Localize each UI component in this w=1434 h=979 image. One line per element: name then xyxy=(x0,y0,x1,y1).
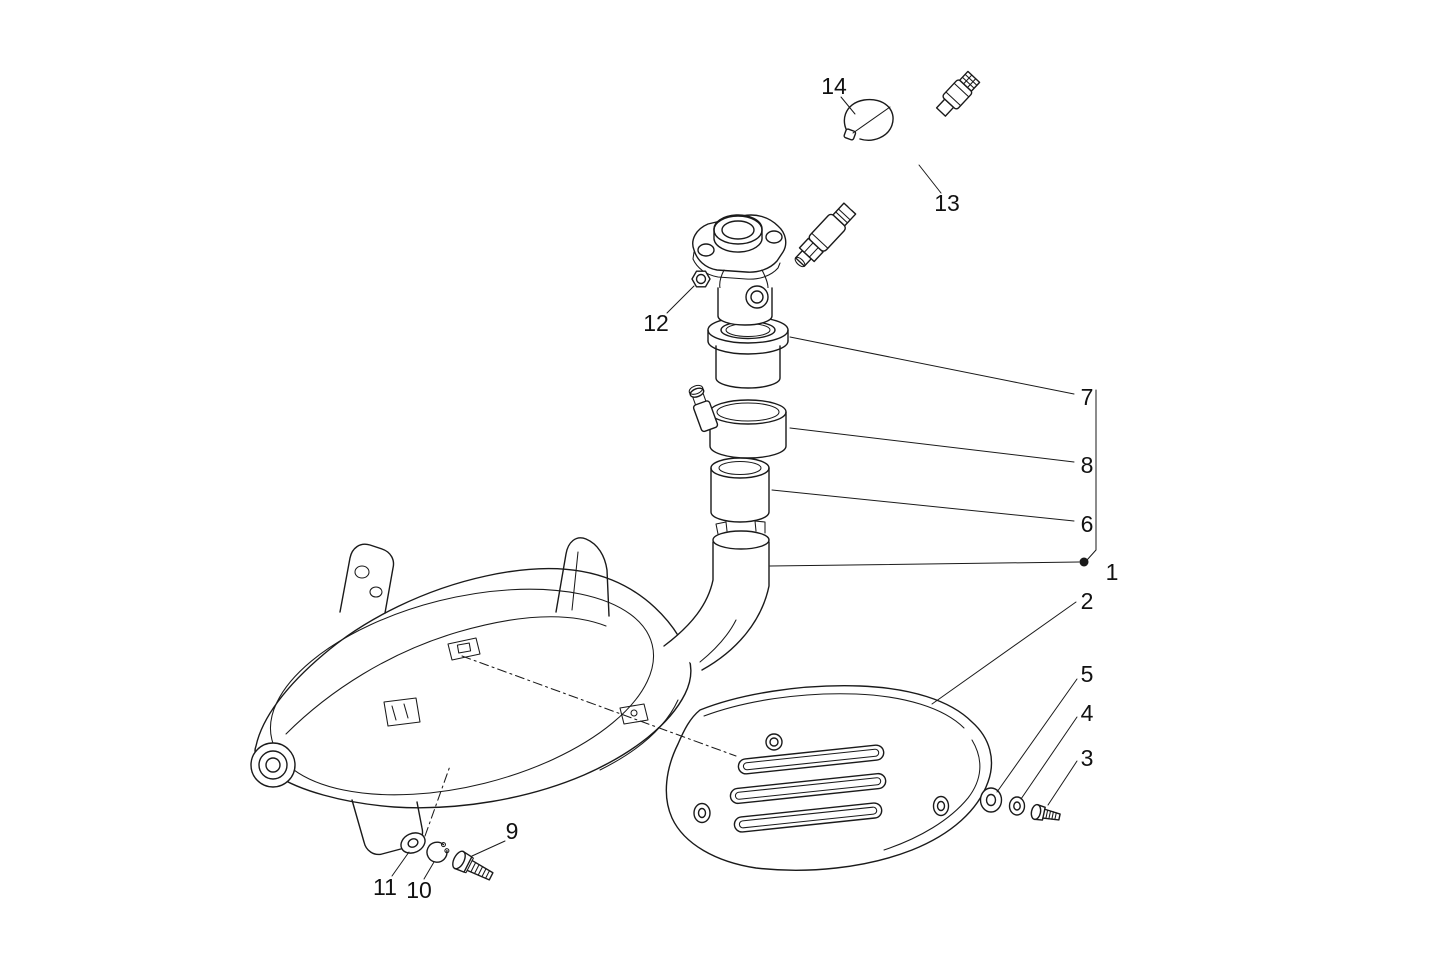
flange-nut xyxy=(691,270,711,288)
sensor-connector xyxy=(935,70,981,117)
leader-14 xyxy=(840,96,856,115)
callout-label-7: 7 xyxy=(1081,384,1094,410)
muffler-clip-1 xyxy=(447,637,481,661)
lock-ring xyxy=(426,841,450,863)
muffler-clip-3 xyxy=(619,703,649,725)
heat-shield-hole-top xyxy=(765,733,783,751)
callout-label-8: 8 xyxy=(1081,452,1094,478)
shield-screw xyxy=(1030,803,1061,821)
callout-label-10: 10 xyxy=(406,877,432,903)
leader-6 xyxy=(771,489,1075,522)
pipe-clamp xyxy=(688,384,787,459)
manifold-flange-pipe xyxy=(692,214,787,326)
shield-washer-large xyxy=(979,787,1003,813)
heat-shield-hole-right xyxy=(932,795,950,817)
leader-10 xyxy=(423,861,435,880)
muffler-end-cap xyxy=(250,742,296,788)
leader-9 xyxy=(471,840,506,857)
callout-label-2: 2 xyxy=(1081,588,1094,614)
muffler-bracket-rear xyxy=(555,537,610,617)
exhaust-elbow-pipe xyxy=(663,520,770,671)
group-line-1 xyxy=(1086,389,1097,561)
shield-washer-small xyxy=(1008,796,1026,816)
coupling-sleeve xyxy=(710,457,770,523)
leader-2 xyxy=(931,601,1077,705)
muffler-washer xyxy=(400,832,426,854)
sensor-cable xyxy=(848,110,943,210)
leader-13 xyxy=(918,164,942,194)
leader-lines xyxy=(391,96,1097,880)
callout-label-5: 5 xyxy=(1081,661,1094,687)
callout-label-11: 11 xyxy=(373,874,397,900)
callout-label-9: 9 xyxy=(506,818,519,844)
leader-12 xyxy=(666,285,695,314)
leader-11 xyxy=(391,851,410,877)
leader-7 xyxy=(789,336,1075,395)
callout-label-1: 1 xyxy=(1106,559,1119,585)
callout-label-3: 3 xyxy=(1081,745,1094,771)
heat-shield-louvers xyxy=(729,744,887,833)
flanged-bushing xyxy=(707,316,789,389)
leader-4 xyxy=(1020,716,1078,800)
callout-label-14: 14 xyxy=(821,73,847,99)
clamp-screw xyxy=(688,384,719,433)
sensor-port xyxy=(745,285,769,309)
heat-shield-hole-left xyxy=(693,802,711,824)
callout-label-4: 4 xyxy=(1081,700,1094,726)
callout-label-13: 13 xyxy=(934,190,960,216)
leader-3 xyxy=(1047,760,1078,806)
muffler-body xyxy=(250,537,692,856)
mounting-screw xyxy=(452,850,494,881)
leader-5 xyxy=(996,678,1078,793)
callout-labels: 14 13 12 7 8 6 1 2 5 4 3 9 10 11 xyxy=(373,73,1118,903)
cable-tie xyxy=(843,98,894,141)
leader-8 xyxy=(789,427,1075,463)
heat-shield xyxy=(665,685,993,871)
muffler-bracket-front xyxy=(339,543,395,614)
callout-label-6: 6 xyxy=(1081,511,1094,537)
muffler-clip-2 xyxy=(383,697,421,727)
leader-1 xyxy=(769,561,1080,567)
muffler-fin xyxy=(351,799,424,856)
oxygen-sensor xyxy=(794,202,857,268)
callout-label-12: 12 xyxy=(643,310,669,336)
assembly-axis-lines xyxy=(424,655,737,837)
leader-dot-1 xyxy=(1079,557,1089,567)
flange-collar xyxy=(713,214,763,253)
